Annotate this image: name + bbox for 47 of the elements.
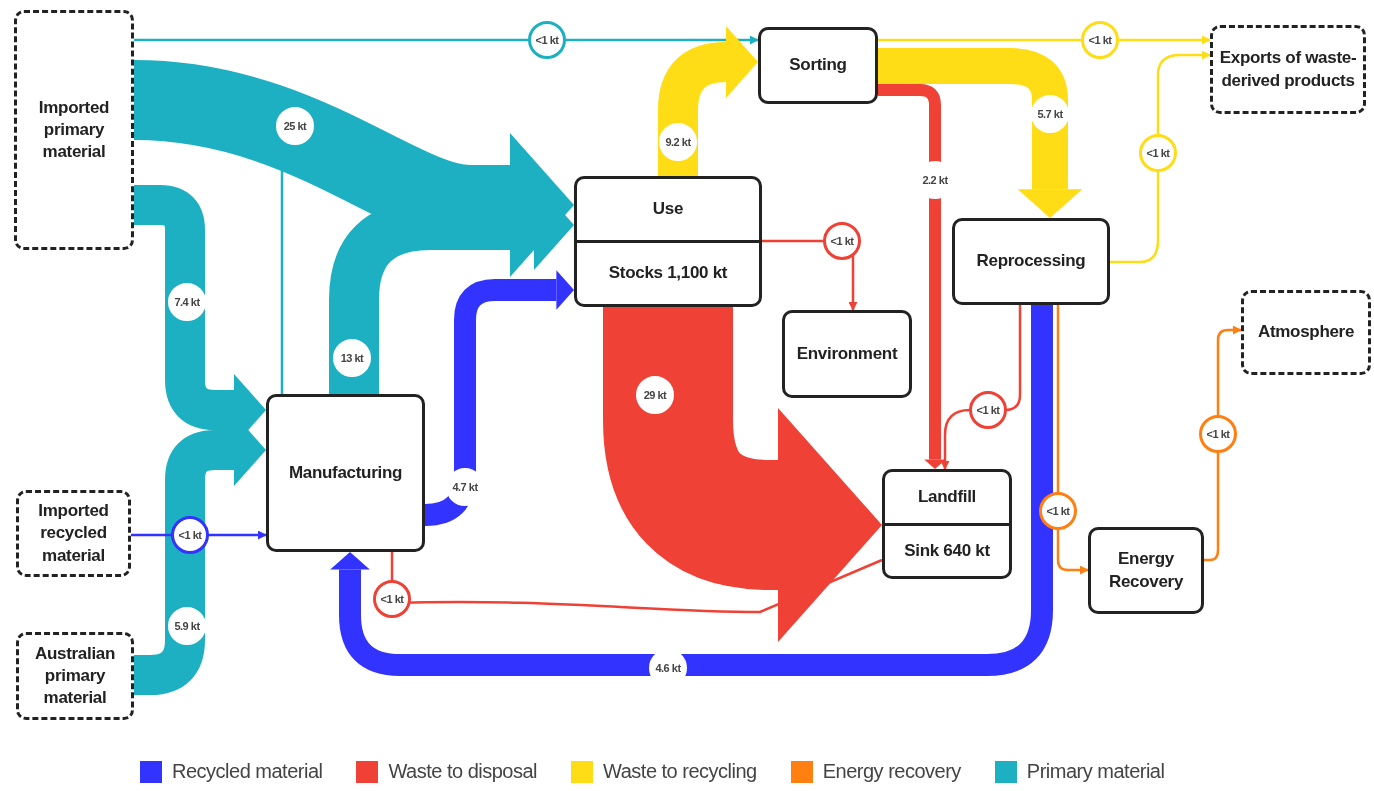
process-box	[266, 394, 425, 552]
node-label: Atmosphere	[1256, 321, 1356, 344]
external-source-box	[14, 10, 134, 250]
node-label: Energy Recovery	[1107, 548, 1185, 593]
external-source-box	[1241, 290, 1371, 375]
node-label: Australian primary material	[33, 642, 117, 710]
legend-label: Energy recovery	[822, 760, 961, 783]
process-box	[782, 310, 912, 398]
external-source-box	[16, 490, 131, 577]
external-source-box	[16, 632, 134, 720]
node-label: Landfill	[916, 486, 977, 509]
node-label: Imported primary material	[37, 96, 111, 164]
flow-value-label: <1 kt	[1039, 492, 1077, 530]
flow-arrow	[878, 35, 1211, 45]
process-box	[952, 218, 1110, 305]
node-label: Exports of waste-derived products	[1218, 47, 1358, 92]
node-label: Stocks 1,100 kt	[607, 262, 729, 285]
process-box	[758, 27, 878, 104]
process-box	[574, 176, 762, 307]
legend-label: Waste to recycling	[603, 760, 757, 783]
node-label: Use	[651, 198, 685, 221]
flow-value-label: <1 kt	[969, 391, 1007, 429]
process-box	[1088, 527, 1204, 614]
flow-value-label: <1 kt	[823, 222, 861, 260]
flow-arrow	[878, 84, 946, 469]
flow-value-label: <1 kt	[373, 580, 411, 618]
flow-value-label: <1 kt	[528, 21, 566, 59]
flow-value-label: <1 kt	[1199, 415, 1237, 453]
flow-value-label: <1 kt	[1139, 134, 1177, 172]
node-label: Sorting	[788, 54, 848, 77]
node-label: Sink 640 kt	[903, 539, 991, 562]
legend-label: Waste to disposal	[388, 760, 538, 783]
node-label: Manufacturing	[287, 461, 404, 484]
external-source-box	[1210, 25, 1366, 114]
flow-arrow	[1110, 50, 1211, 264]
legend-label: Recycled material	[172, 760, 323, 783]
node-label: Environment	[795, 342, 899, 365]
flow-value-label: <1 kt	[1081, 21, 1119, 59]
flow-arrow	[658, 26, 758, 176]
flow-arrow	[134, 35, 759, 45]
legend-label: Primary material	[1026, 760, 1165, 783]
node-label: Imported recycled material	[37, 500, 110, 567]
flow-arrow	[132, 60, 574, 277]
flow-arrow	[878, 48, 1083, 218]
process-box	[882, 469, 1012, 579]
flow-arrow	[330, 305, 1053, 676]
node-label: Reprocessing	[975, 250, 1087, 273]
